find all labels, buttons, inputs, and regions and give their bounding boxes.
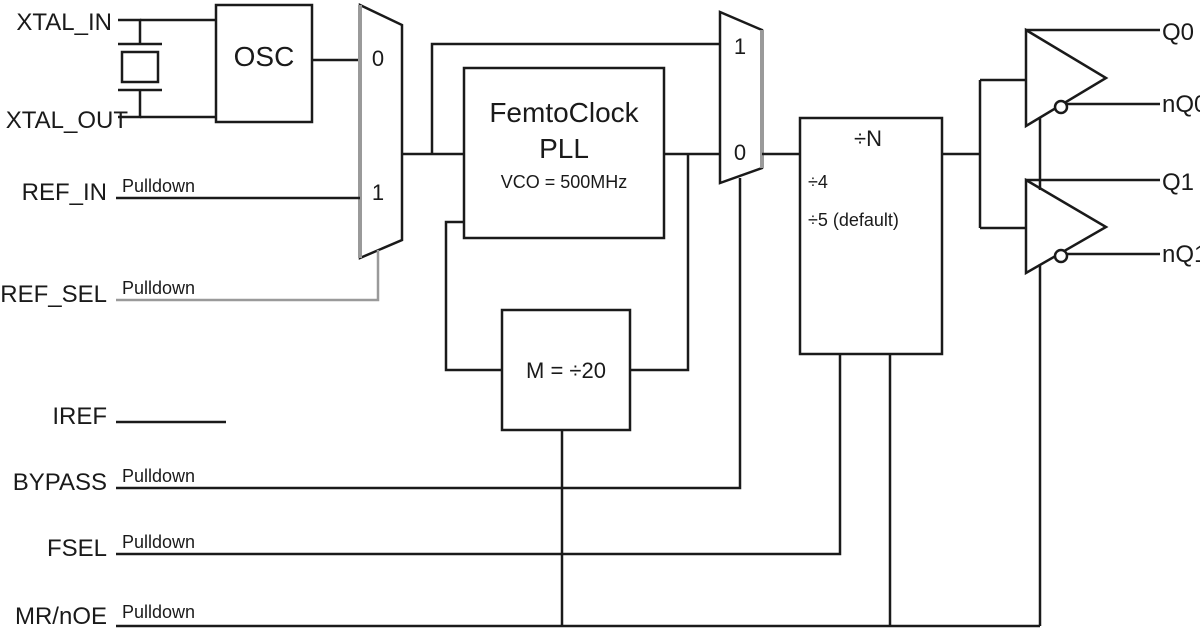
mux1-in1: 1 [372, 180, 384, 205]
ref-in-pulldown: Pulldown [122, 176, 195, 196]
ref-in-label: REF_IN [22, 179, 107, 206]
fsel-wire [116, 354, 842, 556]
osc-block [214, 3, 314, 124]
bypass-wire [116, 178, 742, 490]
mux2-in1: 1 [734, 34, 746, 59]
xtal-out-label: XTAL_OUT [6, 107, 129, 134]
mux2-in0: 0 [734, 140, 746, 165]
m-divider-block [500, 308, 632, 432]
n-divider-block [798, 116, 944, 356]
feedback-in-wire [444, 220, 502, 372]
inverting-bubble-q0 [1053, 99, 1069, 115]
pll-name: FemtoClock [489, 97, 639, 128]
mr-noe-pulldown: Pulldown [122, 602, 195, 622]
inverting-bubble-q1 [1053, 248, 1069, 264]
xtal-in-label: XTAL_IN [16, 9, 112, 36]
n-divider-option-5: ÷5 (default) [808, 210, 899, 230]
pll-block [462, 66, 666, 240]
n-divider-title: ÷N [854, 126, 882, 151]
fsel-label: FSEL [47, 535, 107, 562]
bypass-label: BYPASS [13, 469, 107, 496]
osc-label: OSC [234, 41, 295, 72]
ref-sel-wire [116, 250, 380, 302]
crystal [118, 18, 216, 119]
ref-sel-label: REF_SEL [0, 281, 107, 308]
nq0-label: nQ0 [1162, 91, 1200, 118]
q1-label: Q1 [1162, 169, 1194, 196]
pll-vco: VCO = 500MHz [501, 172, 628, 192]
pll-type: PLL [539, 133, 589, 164]
fsel-pulldown: Pulldown [122, 532, 195, 552]
mr-noe-label: MR/nOE [15, 603, 107, 630]
iref-label: IREF [52, 403, 107, 430]
ref-sel-pulldown: Pulldown [122, 278, 195, 298]
input-mux [358, 3, 404, 260]
q0-label: Q0 [1162, 19, 1194, 46]
feedback-out-wire [630, 154, 690, 372]
mux1-in0: 0 [372, 46, 384, 71]
bypass-path-wire [430, 42, 720, 154]
nq1-label: nQ1 [1162, 241, 1200, 268]
n-divider-option-4: ÷4 [808, 172, 828, 192]
m-divider-label: M = ÷20 [526, 358, 606, 383]
output-buffer-q1 [1024, 177, 1109, 276]
bypass-pulldown: Pulldown [122, 466, 195, 486]
